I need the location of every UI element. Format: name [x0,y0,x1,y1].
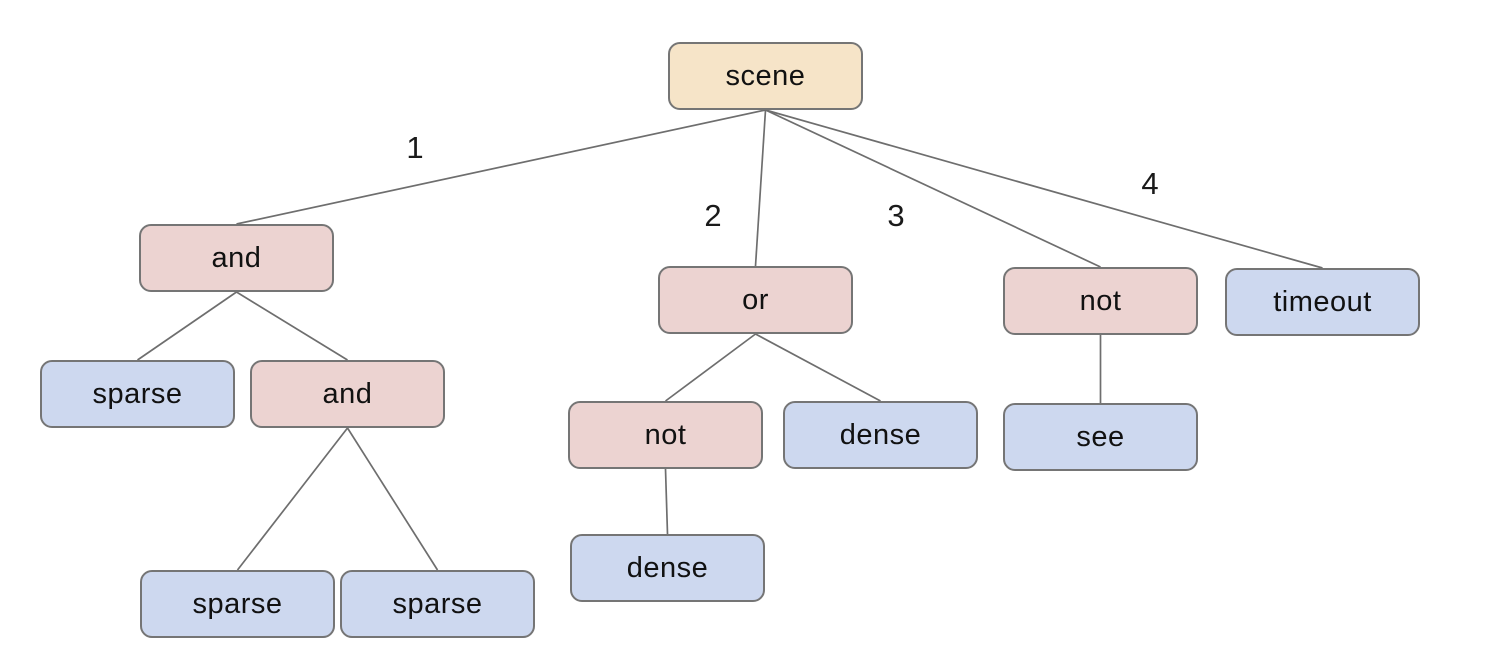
edge-label-1: 1 [406,130,424,165]
node-label: or [742,283,769,316]
node-label: and [211,241,262,274]
edge-scene-timeout [765,109,1323,269]
node-label: sparse [192,587,283,620]
edge-and2-sparse3 [346,427,439,571]
edge-scene-not2 [765,109,1101,268]
node-dense2: dense [570,534,765,602]
edge-scene-and1 [236,109,766,225]
edge-and2-sparse2 [236,427,349,571]
node-label: sparse [392,587,483,620]
node-dense1: dense [783,401,978,469]
node-label: not [1079,284,1122,317]
node-label: and [322,377,373,410]
node-label: see [1076,420,1125,453]
edge-and1-sparse1 [137,291,237,361]
node-see: see [1003,403,1198,471]
node-sparse3: sparse [340,570,535,638]
node-not2: not [1003,267,1198,335]
edge-label-4: 4 [1141,166,1159,201]
edge-not1-dense2 [664,468,669,535]
node-and2: and [250,360,445,428]
edge-label-3: 3 [887,198,905,233]
node-label: sparse [92,377,183,410]
node-sparse2: sparse [140,570,335,638]
node-label: scene [725,59,806,92]
node-label: dense [626,551,709,584]
node-label: timeout [1273,285,1372,318]
node-sparse1: sparse [40,360,235,428]
edge-or1-not1 [664,333,757,402]
node-label: dense [839,418,922,451]
edge-scene-or1 [754,109,767,267]
node-or1: or [658,266,853,334]
node-not1: not [568,401,763,469]
node-scene: scene [668,42,863,110]
edge-and1-and2 [236,291,348,361]
node-timeout: timeout [1225,268,1420,336]
node-and1: and [139,224,334,292]
edge-or1-dense1 [755,333,881,402]
edge-label-2: 2 [704,198,722,233]
node-label: not [644,418,687,451]
